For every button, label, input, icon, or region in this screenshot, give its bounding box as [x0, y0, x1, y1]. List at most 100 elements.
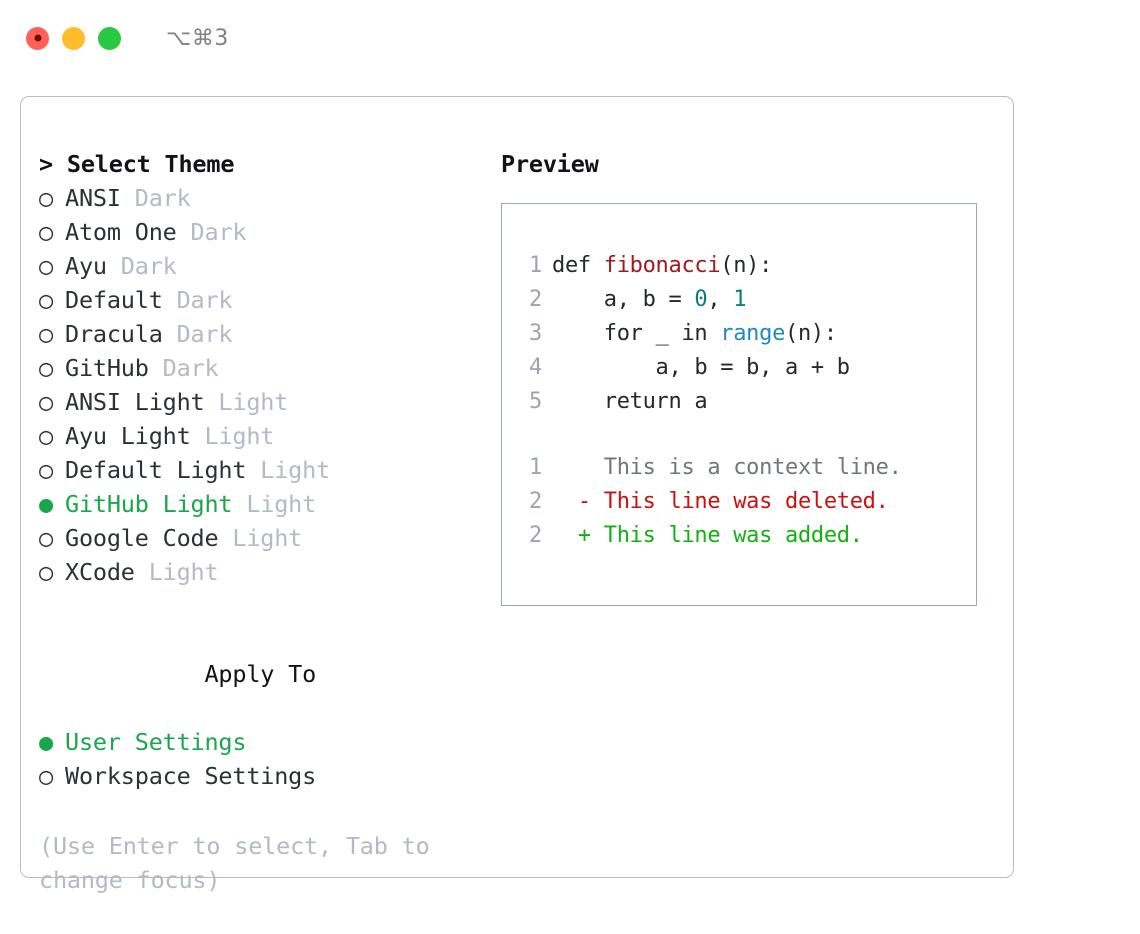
theme-option-default[interactable]: ○ Default Dark	[39, 283, 489, 317]
line-number: 5	[529, 389, 542, 414]
apply-to-option-user-settings[interactable]: ● User Settings	[39, 725, 489, 759]
theme-option-label: Default Light	[65, 456, 247, 484]
code-line: 5 return a	[502, 385, 976, 419]
apply-to-option-label: Workspace Settings	[65, 762, 317, 790]
theme-option-tag: Light	[204, 388, 289, 416]
theme-option-tag: Dark	[176, 218, 247, 246]
theme-option-tag: Dark	[162, 320, 233, 348]
theme-option-tag: Light	[246, 456, 331, 484]
radio-selected-icon: ●	[39, 728, 53, 756]
theme-option-xcode[interactable]: ○ XCode Light	[39, 555, 489, 589]
apply-to-heading: Apply To	[39, 623, 489, 725]
window-controls	[26, 26, 121, 50]
diff-line-number: 2	[529, 523, 542, 548]
line-number: 2	[529, 287, 542, 312]
theme-option-ansi-light[interactable]: ○ ANSI Light Light	[39, 385, 489, 419]
line-number: 3	[529, 321, 542, 346]
theme-option-tag: Light	[134, 558, 219, 586]
theme-option-google-code[interactable]: ○ Google Code Light	[39, 521, 489, 555]
theme-option-label: Ayu Light	[65, 422, 191, 450]
theme-option-atom-one[interactable]: ○ Atom One Dark	[39, 215, 489, 249]
radio-unselected-icon: ○	[39, 286, 53, 314]
zoom-dot-icon[interactable]	[98, 26, 121, 50]
theme-option-label: Default	[65, 286, 163, 314]
diff-line-text: + This line was added.	[552, 523, 863, 548]
radio-unselected-icon: ○	[39, 388, 53, 416]
code-token-pl: (n):	[785, 321, 837, 346]
close-dot-icon[interactable]	[26, 26, 49, 50]
diff-line-number: 2	[529, 489, 542, 514]
keyboard-shortcut-label: ⌥⌘3	[166, 25, 229, 51]
code-token-pl: a, b = b, a + b	[552, 355, 851, 380]
radio-unselected-icon: ○	[39, 218, 53, 246]
code-token-fn: fibonacci	[603, 253, 721, 278]
code-token-pl: (n):	[720, 253, 773, 278]
apply-to-option-list[interactable]: ● User Settings ○ Workspace Settings	[39, 725, 489, 793]
theme-option-label: Google Code	[65, 524, 219, 552]
theme-option-tag: Dark	[148, 354, 219, 382]
diff-line-del: 2 - This line was deleted.	[502, 485, 976, 519]
code-token-kw: return a	[552, 389, 708, 414]
theme-picker-column: > Select Theme ○ANSI Dark○Atom One Dark○…	[39, 147, 489, 897]
theme-option-tag: Dark	[120, 184, 191, 212]
code-diff-spacer	[502, 419, 976, 451]
radio-unselected-icon: ○	[39, 252, 53, 280]
radio-unselected-icon: ○	[39, 524, 53, 552]
code-token-num: 1	[733, 287, 747, 312]
theme-option-ayu[interactable]: ○Ayu Dark	[39, 249, 489, 283]
page-title: > Select Theme	[39, 150, 235, 178]
theme-option-label: GitHub Light	[65, 490, 233, 518]
code-token-pl: ,	[707, 287, 734, 312]
theme-option-tag: Light	[232, 490, 317, 518]
code-line: 4 a, b = b, a + b	[502, 351, 976, 385]
theme-option-tag: Light	[190, 422, 275, 450]
radio-selected-icon: ●	[39, 490, 53, 518]
radio-unselected-icon: ○	[39, 422, 53, 450]
keyboard-hint-text: (Use Enter to select, Tab to change focu…	[39, 832, 444, 894]
theme-option-tag: Dark	[106, 252, 177, 280]
theme-option-github-light[interactable]: ● GitHub Light Light	[39, 487, 489, 521]
radio-unselected-icon: ○	[39, 558, 53, 586]
title-bar: ⌥⌘3	[0, 0, 1140, 76]
code-line: 1 def fibonacci(n):	[502, 249, 976, 283]
theme-option-label: ANSI Light	[65, 388, 205, 416]
diff-line-add: 2 + This line was added.	[502, 519, 976, 553]
theme-option-list[interactable]: ○ANSI Dark○Atom One Dark○Ayu Dark○Defaul…	[39, 181, 489, 589]
theme-option-github[interactable]: ○ GitHub Dark	[39, 351, 489, 385]
theme-option-tag: Dark	[162, 286, 233, 314]
theme-option-ayu-light[interactable]: ○ Ayu Light Light	[39, 419, 489, 453]
code-line: 3 for _ in range(n):	[502, 317, 976, 351]
theme-option-tag: Light	[218, 524, 303, 552]
theme-option-label: Atom One	[65, 218, 177, 246]
theme-option-ansi[interactable]: ○ANSI Dark	[39, 181, 489, 215]
apply-to-option-label: User Settings	[65, 728, 247, 756]
radio-unselected-icon: ○	[39, 354, 53, 382]
line-number: 4	[529, 355, 542, 380]
theme-option-dracula[interactable]: ○Dracula Dark	[39, 317, 489, 351]
apply-to-heading-label: Apply To	[204, 660, 317, 688]
radio-unselected-icon: ○	[39, 762, 53, 790]
theme-option-default-light[interactable]: ○ Default Light Light	[39, 453, 489, 487]
diff-line-text: This is a context line.	[552, 455, 902, 480]
list-spacer	[39, 589, 489, 623]
radio-unselected-icon: ○	[39, 184, 53, 212]
radio-unselected-icon: ○	[39, 456, 53, 484]
code-token-bi: range	[720, 321, 786, 346]
diff-line-ctx: 1 This is a context line.	[502, 451, 976, 485]
theme-option-label: GitHub	[65, 354, 149, 382]
minimize-dot-icon[interactable]	[62, 26, 85, 50]
code-token-kw: def	[552, 253, 604, 278]
line-number: 1	[529, 253, 542, 278]
preview-title: Preview	[501, 150, 599, 178]
apply-to-option-workspace-settings[interactable]: ○ Workspace Settings	[39, 759, 489, 793]
theme-option-label: XCode	[65, 558, 135, 586]
diff-sample: 1 This is a context line.2 - This line w…	[502, 451, 976, 553]
code-token-num: 0	[694, 287, 708, 312]
code-line: 2 a, b = 0, 1	[502, 283, 976, 317]
diff-line-text: - This line was deleted.	[552, 489, 889, 514]
radio-unselected-icon: ○	[39, 320, 53, 348]
code-token-pl: a, b =	[552, 287, 695, 312]
